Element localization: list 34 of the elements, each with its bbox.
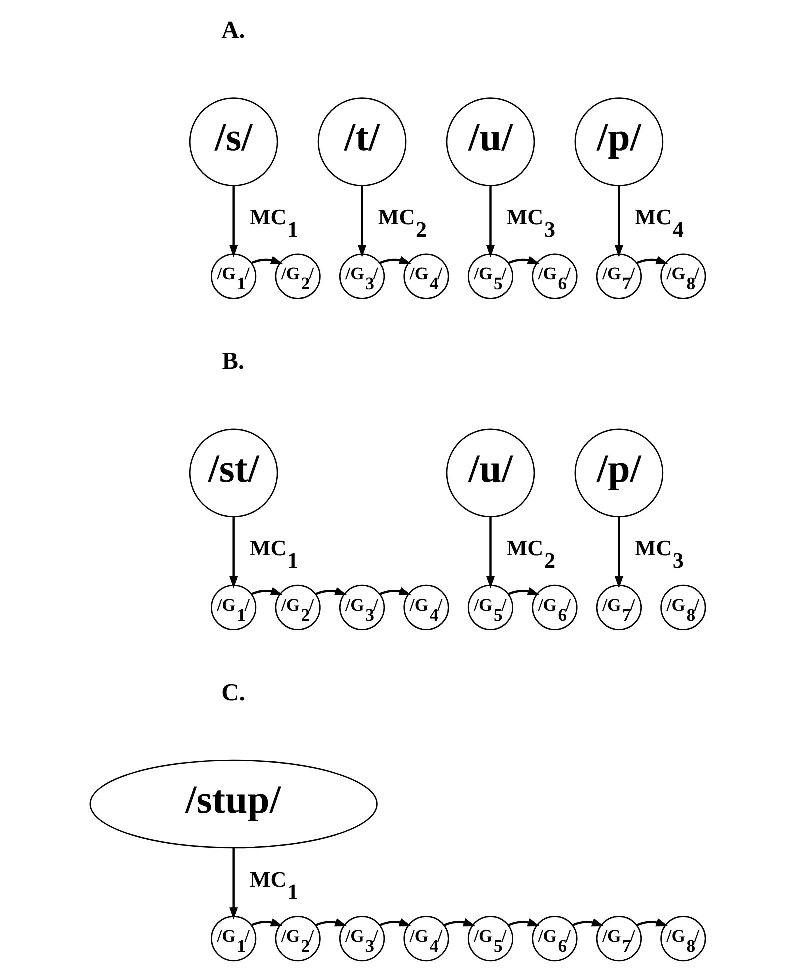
- node-circle: /u/: [446, 98, 535, 186]
- node-ellipse: /stup/: [89, 760, 378, 849]
- arrow: [315, 587, 347, 596]
- node-circle: /p/: [574, 428, 664, 518]
- arrow: [572, 918, 604, 927]
- node-circle: /st/: [188, 428, 278, 518]
- arrow: [229, 848, 238, 920]
- node-circle: /s/: [188, 98, 278, 186]
- arrow: [379, 256, 412, 264]
- label: B.: [222, 348, 244, 376]
- node-circle: /u/: [446, 428, 535, 518]
- label: C.: [221, 679, 245, 706]
- arrow: [358, 186, 366, 258]
- arrow: [508, 918, 540, 927]
- arrow: [636, 918, 668, 927]
- arrow: [229, 517, 238, 589]
- node-circle: /p/: [574, 98, 664, 186]
- arrow: [444, 918, 476, 927]
- label: A.: [221, 17, 245, 44]
- arrow: [508, 587, 540, 596]
- arrow: [379, 587, 412, 596]
- arrow: [315, 918, 347, 927]
- arrow: [614, 186, 623, 258]
- arrow: [486, 186, 495, 258]
- arrow: [229, 186, 238, 258]
- arrow: [250, 587, 283, 596]
- arrow: [250, 918, 283, 927]
- node-circle: /t/: [317, 98, 406, 186]
- arrow: [379, 918, 412, 927]
- arrow: [614, 517, 623, 589]
- arrow: [486, 517, 495, 589]
- arrow: [250, 256, 283, 264]
- arrow: [636, 256, 668, 264]
- arrow: [508, 256, 540, 264]
